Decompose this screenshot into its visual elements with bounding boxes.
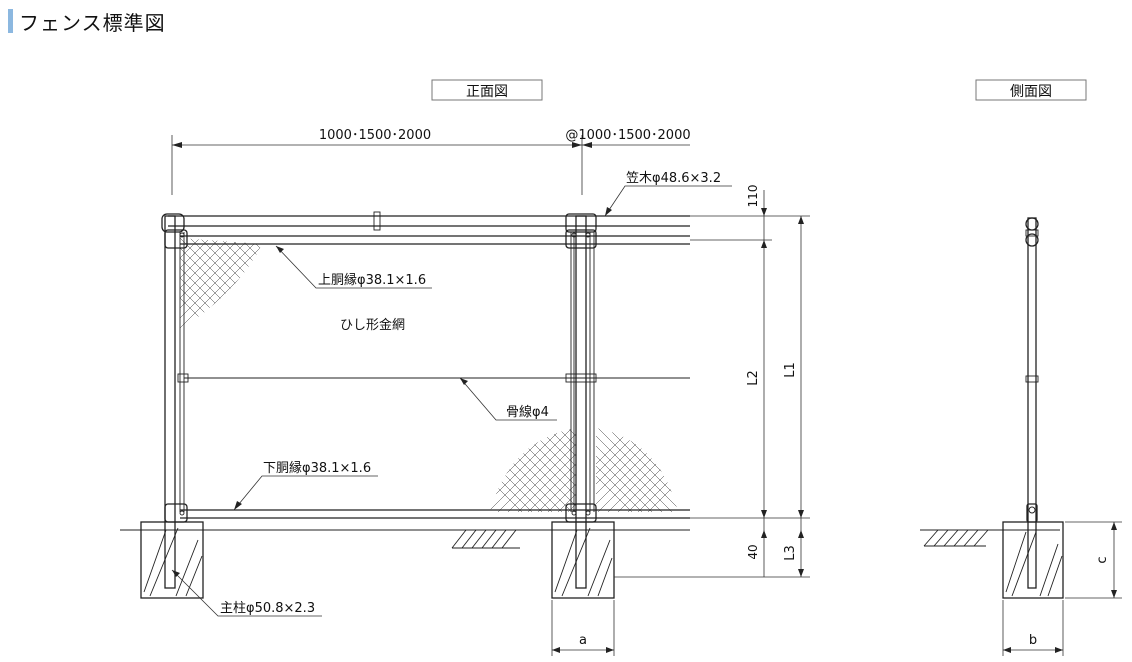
dim-110: 110 — [746, 185, 760, 208]
dim-b: b — [1002, 600, 1064, 656]
mesh-patch-lower — [490, 428, 678, 512]
upper-rail — [164, 229, 690, 249]
svg-text:ひし形金網: ひし形金網 — [340, 317, 405, 333]
dim-l3: L3 — [783, 545, 798, 561]
wire-line — [177, 373, 690, 383]
title-accent-bar — [8, 9, 13, 33]
dim-a: a — [551, 600, 615, 656]
upper-rail-label: 上胴縁φ38.1×1.6 — [275, 245, 432, 289]
svg-text:c: c — [1095, 556, 1110, 563]
dim-l2: L2 — [746, 370, 761, 386]
right-foundation — [551, 521, 615, 599]
svg-text:上胴縁φ38.1×1.6: 上胴縁φ38.1×1.6 — [318, 272, 426, 288]
svg-text:1000･1500･2000: 1000･1500･2000 — [319, 128, 431, 143]
svg-text:側面図: 側面図 — [1010, 84, 1052, 100]
svg-text:正面図: 正面図 — [466, 84, 508, 100]
svg-text:a: a — [579, 633, 587, 648]
right-post — [570, 215, 595, 589]
svg-text:@1000･1500･2000: @1000･1500･2000 — [565, 128, 690, 143]
post-label: 主柱φ50.8×2.3 — [171, 569, 322, 617]
lower-rail — [164, 503, 690, 523]
front-view-caption: 正面図 — [431, 79, 543, 101]
svg-text:下胴縁φ38.1×1.6: 下胴縁φ38.1×1.6 — [263, 460, 371, 476]
page-title: フェンス標準図 — [19, 10, 166, 35]
svg-text:主柱φ50.8×2.3: 主柱φ50.8×2.3 — [220, 601, 315, 616]
side-view-caption: 側面図 — [975, 79, 1087, 101]
svg-text:笠木φ48.6×3.2: 笠木φ48.6×3.2 — [626, 171, 721, 186]
dim-l1: L1 — [783, 362, 798, 378]
top-rail — [161, 211, 690, 233]
top-rail-label: 笠木φ48.6×3.2 — [604, 171, 732, 217]
page-header: フェンス標準図 — [8, 8, 166, 35]
dim-c: c — [1065, 521, 1122, 599]
ground-line-front — [120, 529, 690, 549]
left-post — [164, 215, 185, 589]
svg-text:骨線φ4: 骨線φ4 — [506, 404, 549, 420]
svg-text:b: b — [1029, 633, 1037, 648]
pitch-dimension: @1000･1500･2000 — [565, 128, 691, 148]
span-dimension: 1000･1500･2000 — [171, 128, 583, 195]
dim-40: 40 — [746, 544, 760, 559]
wire-label: 骨線φ4 — [459, 377, 557, 421]
mesh-label: ひし形金網 — [340, 317, 405, 333]
lower-rail-label: 下胴縁φ38.1×1.6 — [233, 460, 378, 511]
vertical-dimensions — [614, 190, 810, 578]
side-view — [920, 217, 1064, 599]
left-foundation — [140, 521, 204, 599]
